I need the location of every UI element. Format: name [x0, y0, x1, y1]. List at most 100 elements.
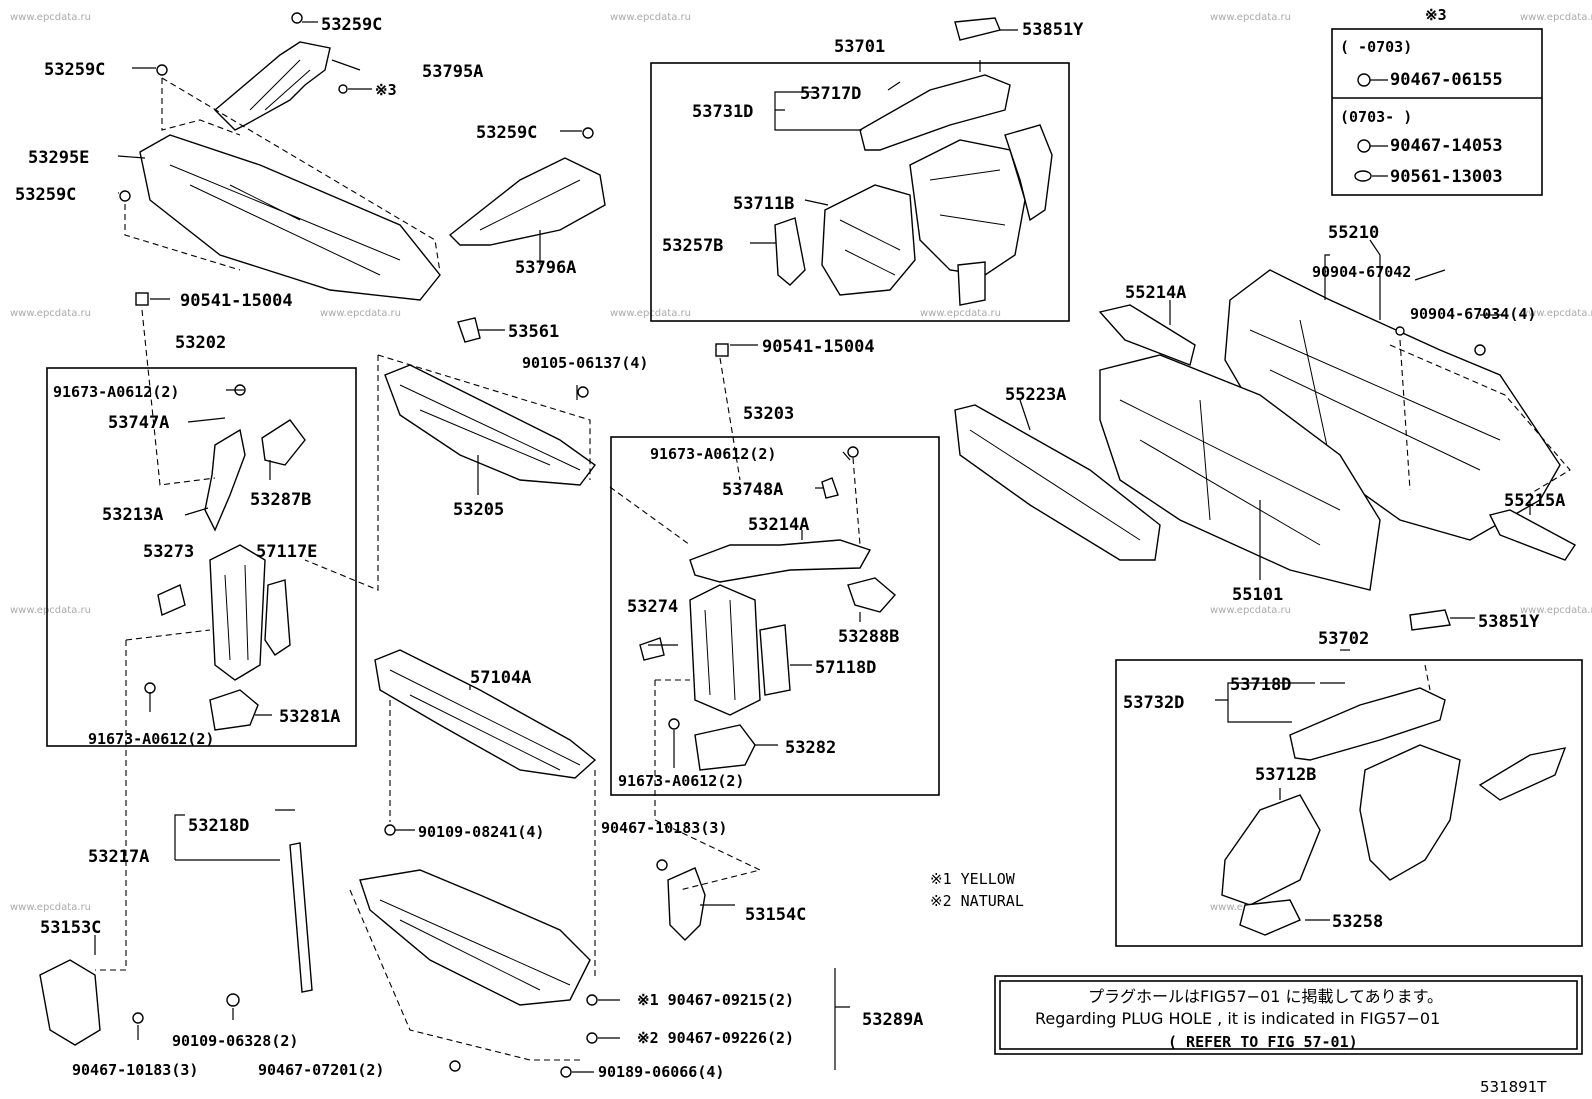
bolt-icon: [338, 84, 348, 94]
part-shape-53257B: [774, 217, 806, 286]
label-90467-07201: 90467-07201(2): [258, 1061, 384, 1079]
part-shape-53701-flange: [1004, 124, 1053, 222]
label-53796A: 53796A: [515, 258, 576, 278]
part-shape-53711B: [821, 184, 916, 296]
part-shape-53218D: [289, 842, 313, 993]
info-box-inner: [999, 980, 1578, 1050]
part-detail: [389, 669, 581, 771]
label-90467-09226: ※2 90467-09226(2): [637, 1029, 794, 1047]
label-53712B: 53712B: [1255, 765, 1316, 785]
label-53217A: 53217A: [88, 847, 149, 867]
part-shape-53213A: [204, 428, 246, 532]
info-text-jp: プラグホールはFIG57−01 に掲載してあります。: [1088, 987, 1443, 1006]
label-note-3: ※3: [375, 81, 397, 99]
label-90467-10183: 90467-10183(3): [601, 819, 727, 837]
watermark: www.epcdata.ru: [10, 902, 91, 913]
label-53711B: 53711B: [733, 194, 794, 214]
label-55101: 55101: [1232, 585, 1283, 605]
part-shape-57117E: [264, 579, 291, 656]
label-53273: 53273: [143, 542, 194, 562]
label-53851Y: 53851Y: [1478, 612, 1540, 632]
group-box-53203: [610, 436, 940, 796]
bolt-icon: [1357, 73, 1371, 87]
grommet-icon: [715, 343, 729, 357]
label-53282: 53282: [785, 738, 836, 758]
label-53213A: 53213A: [102, 505, 163, 525]
part-shape-53289A: [359, 869, 591, 1006]
watermark: www.epcdata.ru: [1520, 308, 1592, 319]
label-53257B: 53257B: [662, 236, 723, 256]
bolt-icon: [847, 446, 859, 458]
watermark: www.epcdata.ru: [1520, 605, 1592, 616]
legend-title: ※3: [1425, 6, 1447, 24]
label-53281A: 53281A: [279, 707, 340, 727]
watermark: www.epcdata.ru: [10, 605, 91, 616]
grommet-icon: [135, 292, 149, 306]
label-53259C: 53259C: [321, 15, 382, 35]
watermark: www.epcdata.ru: [10, 12, 91, 23]
label-90109-06328: 90109-06328(2): [172, 1032, 298, 1050]
label-53717D: 53717D: [800, 84, 861, 104]
part-detail: [249, 59, 311, 111]
bolt-icon: [449, 1060, 461, 1072]
part-shape-53205: [384, 364, 596, 486]
label-90904-67034: 90904-67034(4): [1410, 305, 1536, 323]
part-shape-53851Y-top: [954, 17, 1001, 41]
part-detail: [479, 179, 581, 231]
figure-code: 531891T: [1480, 1078, 1547, 1096]
part-shape-53701-bottom: [957, 261, 986, 306]
label-53258: 53258: [1332, 912, 1383, 932]
label-90904-67042: 90904-67042: [1312, 263, 1411, 281]
part-shape-55223A: [954, 404, 1161, 561]
label-53732D: 53732D: [1123, 693, 1184, 713]
label-53851Y: 53851Y: [1022, 20, 1084, 40]
part-detail: [224, 564, 249, 661]
bolt-icon: [226, 993, 240, 1007]
part-shape-53851Y-bottom: [1409, 609, 1451, 631]
label-90541-15004: 90541-15004: [180, 291, 293, 311]
watermark: www.epcdata.ru: [920, 308, 1001, 319]
part-detail: [169, 164, 401, 276]
label-55223A: 55223A: [1005, 385, 1066, 405]
bolt-icon: [668, 718, 680, 730]
label-53702: 53702: [1318, 629, 1369, 649]
part-shape-55215A: [1488, 509, 1577, 561]
part-shape-57118D: [759, 624, 791, 696]
label-90541-15004: 90541-15004: [762, 337, 875, 357]
part-shape-53732D: [1289, 687, 1446, 761]
label-53153C: 53153C: [40, 918, 101, 938]
label-53218D: 53218D: [188, 816, 249, 836]
part-detail: [704, 599, 736, 701]
leader-lines: [94, 21, 1531, 1073]
info-box: [994, 975, 1583, 1055]
dashed-lines: [95, 77, 1571, 1061]
group-box-53202: [46, 367, 357, 747]
part-shape-53288B: [847, 577, 896, 613]
bolt-icon: [156, 64, 168, 76]
watermark: www.epcdata.ru: [1520, 12, 1592, 23]
label-57118D: 57118D: [815, 658, 876, 678]
label-53287B: 53287B: [250, 490, 311, 510]
label-53214A: 53214A: [748, 515, 809, 535]
info-text-en: Regarding PLUG HOLE , it is indicated in…: [1035, 1009, 1440, 1028]
part-shape-53153C: [39, 959, 101, 1046]
label-53289A: 53289A: [862, 1010, 923, 1030]
part-shape-57104A: [374, 649, 597, 779]
label-53154C: 53154C: [745, 905, 806, 925]
legend-range-1: ( -0703): [1340, 38, 1412, 56]
part-detail: [929, 169, 1006, 226]
label-91673-A0612: 91673-A0612(2): [53, 383, 179, 401]
bolt-icon: [582, 127, 594, 139]
info-text-ref: ( REFER TO FIG 57-01): [1168, 1033, 1358, 1051]
label-57104A: 57104A: [470, 668, 531, 688]
label-53747A: 53747A: [108, 413, 169, 433]
label-53259C: 53259C: [476, 123, 537, 143]
part-shape-53295E: [139, 134, 441, 301]
part-shape-53273: [157, 584, 186, 616]
part-shape-53258: [1239, 899, 1301, 936]
label-91673-A0612: 91673-A0612(2): [88, 730, 214, 748]
part-detail: [839, 219, 901, 276]
part-shape-53748A: [821, 477, 839, 499]
legend-box: [1331, 28, 1543, 196]
label-55215A: 55215A: [1504, 491, 1565, 511]
